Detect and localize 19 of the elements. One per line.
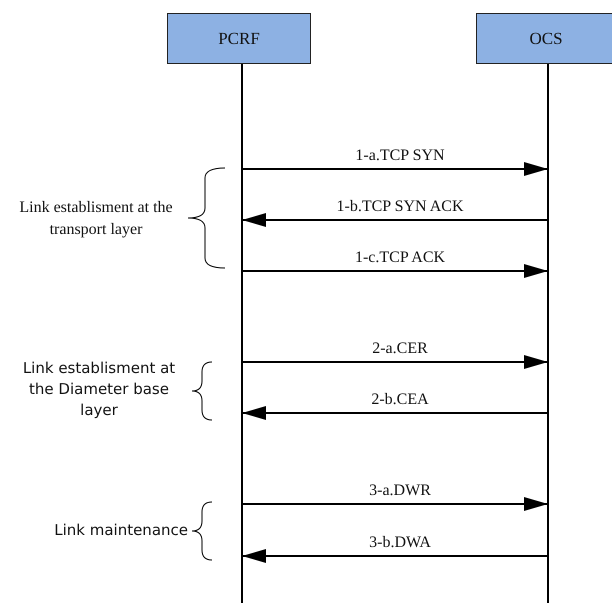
- phase-label: Link maintenance: [53, 520, 188, 541]
- edge-label: 1-c.TCP ACK: [354, 249, 446, 267]
- edge-label: 1-b.TCP SYN ACK: [336, 198, 464, 216]
- participant-name: PCRF: [218, 28, 260, 48]
- arrow: [242, 264, 548, 278]
- edge-label: 3-a.DWR: [369, 482, 431, 500]
- arrow: [242, 549, 548, 563]
- participant-name: OCS: [529, 28, 563, 48]
- edge-label: 2-a.CER: [372, 340, 428, 358]
- arrow: [242, 497, 548, 511]
- arrow: [242, 355, 548, 369]
- edge-label: 2-b.CEA: [371, 391, 429, 409]
- phase-label: Link establisment at the transport layer: [18, 198, 174, 240]
- arrow: [242, 406, 548, 420]
- arrow: [242, 213, 548, 227]
- edge-label: 3-b.DWA: [369, 534, 431, 552]
- arrow: [242, 162, 548, 176]
- edge-label: 1-a.TCP SYN: [355, 147, 445, 165]
- phase-label: Link establisment at the Diameter base layer: [22, 358, 176, 421]
